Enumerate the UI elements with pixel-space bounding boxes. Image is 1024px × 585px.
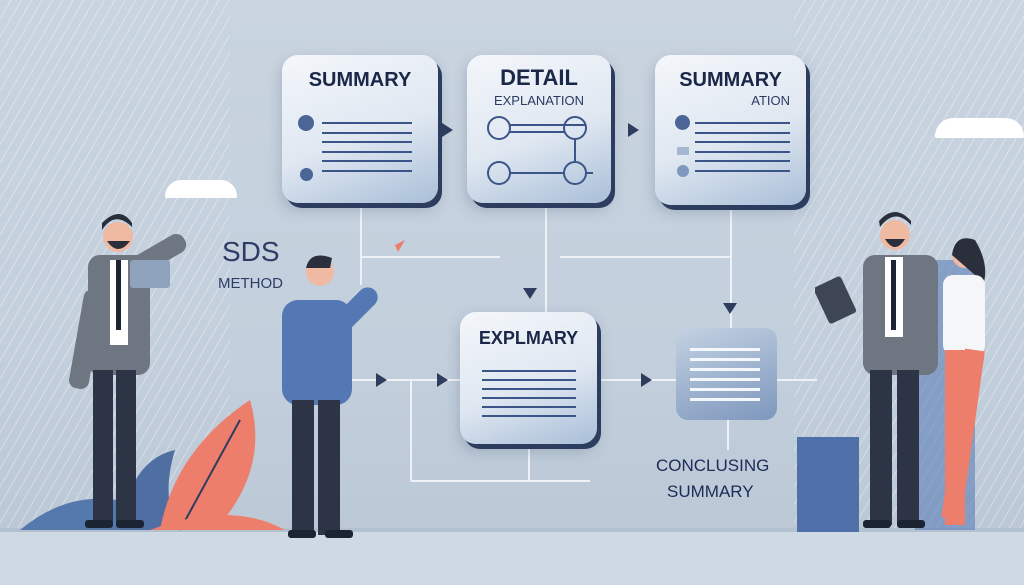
card-title: EXPLMARY [478, 328, 579, 348]
arrow-down-icon [523, 288, 537, 299]
card-subtitle: ATION [751, 93, 790, 108]
text-line [695, 132, 790, 134]
summary-card-2: SUMMARY ATION [655, 55, 806, 205]
method-label: METHOD [218, 275, 283, 292]
bullet-icon [677, 147, 689, 155]
connector [730, 205, 732, 328]
connector [360, 205, 362, 285]
text-line [322, 170, 412, 172]
connector [777, 379, 817, 381]
bullet-icon [675, 115, 690, 130]
text-line [482, 388, 576, 390]
conclusing-label: CONCLUSING [656, 456, 770, 475]
presenter-left-illustration [69, 214, 187, 528]
summary-card-1: SUMMARY [282, 55, 438, 203]
ground [0, 528, 1024, 585]
cloud-right [935, 118, 1024, 138]
arrow-icon [437, 373, 448, 387]
text-line [695, 122, 790, 124]
card-title: DETAIL [500, 65, 578, 90]
list-lines [690, 348, 760, 406]
arrow-icon [442, 123, 453, 137]
card-title: SUMMARY [679, 69, 782, 91]
text-line [322, 151, 412, 153]
colleagues-right-illustration [815, 212, 986, 530]
card-subtitle: EXPLANATION [493, 93, 585, 108]
arrow-icon [628, 123, 639, 137]
text-line [322, 122, 412, 124]
connector [727, 420, 729, 450]
text-line [482, 415, 576, 417]
text-line [482, 370, 576, 372]
connector [410, 380, 412, 480]
connector [528, 445, 530, 482]
text-line [695, 170, 790, 172]
text-line [322, 141, 412, 143]
presenter-middle-illustration [282, 240, 405, 538]
arrow-icon [641, 373, 652, 387]
arrow-down-icon [723, 303, 737, 314]
text-line [482, 397, 576, 399]
connector [560, 256, 730, 258]
detail-card: DETAIL EXPLANATION [467, 55, 611, 203]
text-line [482, 379, 576, 381]
bullet-icon [298, 115, 314, 131]
connector [360, 256, 500, 258]
ground-shadow [0, 528, 1024, 532]
flow-diagram-icon [487, 116, 593, 185]
arrow-icon [376, 373, 387, 387]
summary-label: SUMMARY [667, 482, 754, 501]
text-line [482, 406, 576, 408]
connector [597, 379, 677, 381]
cloud-left [165, 180, 237, 198]
explmary-card: EXPLMARY [460, 312, 597, 444]
connector [330, 379, 460, 381]
connector [545, 205, 547, 320]
list-card [676, 328, 777, 420]
text-line [695, 160, 790, 162]
text-line [322, 160, 412, 162]
text-line [695, 141, 790, 143]
bullet-icon [677, 165, 689, 177]
block-decoration [797, 437, 859, 532]
text-line [322, 132, 412, 134]
card-title: SUMMARY [308, 69, 412, 91]
bullet-icon [300, 168, 313, 181]
text-line [695, 151, 790, 153]
sds-label: SDS [222, 236, 280, 267]
connector [410, 480, 590, 482]
